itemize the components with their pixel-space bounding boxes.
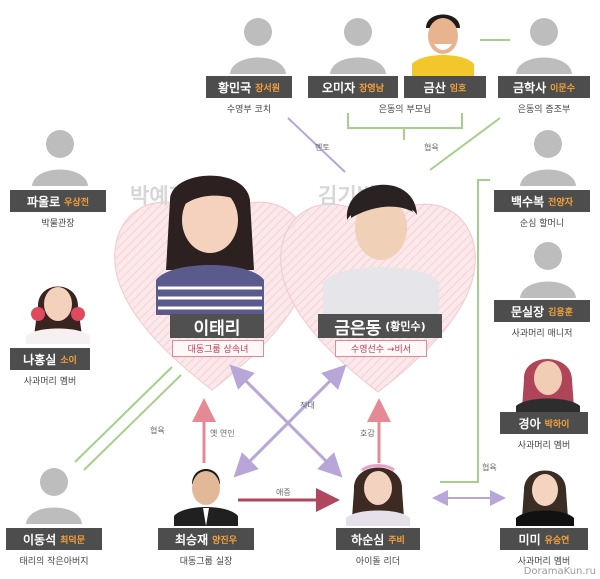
main-right-photo — [315, 160, 445, 315]
name-nahongsil: 나홍실 — [23, 352, 57, 367]
role-munsiljang: 사과머리 매니저 — [511, 329, 573, 339]
name-box-baeksubok: 백수복 전양자 — [494, 190, 590, 212]
name-box-munsiljang: 문실장 김용훈 — [494, 300, 590, 322]
name-hasunsim: 하순심 — [351, 532, 385, 547]
name-omija: 오미자 — [322, 80, 356, 95]
actor-munsiljang: 김용훈 — [548, 307, 573, 318]
name-geumhaksa: 금학사 — [513, 80, 547, 95]
edge-label-raise2: 협육 — [150, 426, 165, 435]
main-left-role: 대동그룹 상속녀 — [172, 340, 264, 357]
photo-gyeonga — [510, 346, 586, 414]
avatar-munsiljang — [516, 236, 580, 298]
main-right-name-box: 금은동 (황민수) — [318, 314, 442, 339]
name-box-hwangminguk: 황민국 장서원 — [206, 76, 292, 98]
actor-hwangminguk: 장서원 — [255, 83, 280, 94]
actor-leedongseok: 최덕문 — [60, 535, 85, 546]
actor-geumsan: 임호 — [449, 83, 467, 94]
actor-nahongsil: 소이 — [60, 355, 77, 366]
photo-nahongsil — [18, 276, 98, 344]
name-baeksubok: 백수복 — [511, 194, 545, 209]
name-leedongseok: 이동석 — [23, 532, 57, 547]
main-right-name-sub: (황민수) — [385, 320, 426, 333]
role-hwangminguk: 수영부 코치 — [226, 105, 272, 115]
edge-label-raise3: 협육 — [482, 463, 497, 472]
actor-paulro: 우상전 — [64, 197, 89, 208]
role-baeksubok: 순심 할머니 — [519, 219, 565, 229]
name-munsiljang: 문실장 — [511, 304, 545, 319]
actor-gyeonga: 박하이 — [544, 419, 570, 430]
avatar-geumhaksa — [512, 12, 576, 74]
role-leedongseok: 태리의 작은아버지 — [19, 557, 89, 567]
edge-label-rival: 적대 — [300, 401, 315, 410]
name-geumsan: 금산 — [423, 80, 446, 95]
watermark: DoramaKun.ru — [523, 566, 596, 577]
name-box-geumsan: 금산 임호 — [404, 76, 486, 98]
role-mimi: 사과머리 멤버 — [517, 557, 571, 567]
avatar-leedongseok — [22, 462, 86, 524]
name-box-omija: 오미자 장영남 — [308, 76, 398, 98]
name-box-choiseungjae: 최승재 양진우 — [158, 528, 254, 550]
avatar-paulro — [28, 124, 92, 186]
name-box-geumhaksa: 금학사 이문수 — [498, 76, 590, 98]
actor-baeksubok: 전양자 — [548, 197, 573, 208]
name-mimi: 미미 — [518, 532, 541, 547]
role-gyeonga: 사과머리 멤버 — [517, 441, 571, 451]
avatar-omija — [326, 12, 390, 74]
role-choiseungjae: 대동그룹 실장 — [179, 557, 233, 567]
avatar-hwangminguk — [226, 12, 290, 74]
photo-choiseungjae — [170, 460, 242, 526]
photo-mimi — [510, 460, 580, 526]
actor-omija: 장영남 — [359, 83, 384, 94]
name-box-mimi: 미미 유승연 — [500, 528, 588, 550]
name-box-gyeonga: 경아 박하이 — [500, 412, 588, 434]
name-hwangminguk: 황민국 — [218, 80, 252, 95]
actor-geumhaksa: 이문수 — [550, 83, 575, 94]
name-box-hasunsim: 하순심 주비 — [336, 528, 420, 550]
role-nahongsil: 사과머리 멤버 — [23, 377, 77, 387]
main-right-name: 금은동 — [334, 318, 382, 339]
name-box-nahongsil: 나홍실 소이 — [10, 348, 90, 370]
edge-label-former: 옛 연인 — [210, 429, 235, 438]
photo-hasunsim — [340, 456, 416, 526]
edge-label-like: 호감 — [360, 429, 375, 438]
edge-label-lovehate: 애증 — [276, 488, 291, 497]
actor-mimi: 유승연 — [544, 535, 570, 546]
name-box-leedongseok: 이동석 최덕문 — [6, 528, 102, 550]
name-gyeonga: 경아 — [518, 416, 541, 431]
edge-label-mentor: 멘토 — [315, 143, 330, 152]
avatar-baeksubok — [516, 124, 580, 186]
name-choiseungjae: 최승재 — [175, 532, 209, 547]
actor-hasunsim: 주비 — [388, 535, 405, 546]
role-hasunsim: 아이돌 리더 — [355, 557, 401, 567]
name-paulro: 파울로 — [27, 194, 61, 209]
name-box-paulro: 파울로 우상전 — [10, 190, 106, 212]
role-parents: 은동의 부모님 — [378, 105, 432, 115]
actor-choiseungjae: 양진우 — [212, 535, 237, 546]
main-right-role: 수영선수 →비서 — [335, 340, 427, 357]
role-geumhaksa: 은동의 증조부 — [517, 105, 571, 115]
main-left-photo — [150, 160, 270, 315]
role-paulro: 박물관장 — [41, 219, 75, 229]
edge-label-raise1: 협육 — [424, 143, 439, 152]
photo-geumsan — [412, 6, 474, 76]
main-left-name: 이태리 — [170, 314, 264, 339]
